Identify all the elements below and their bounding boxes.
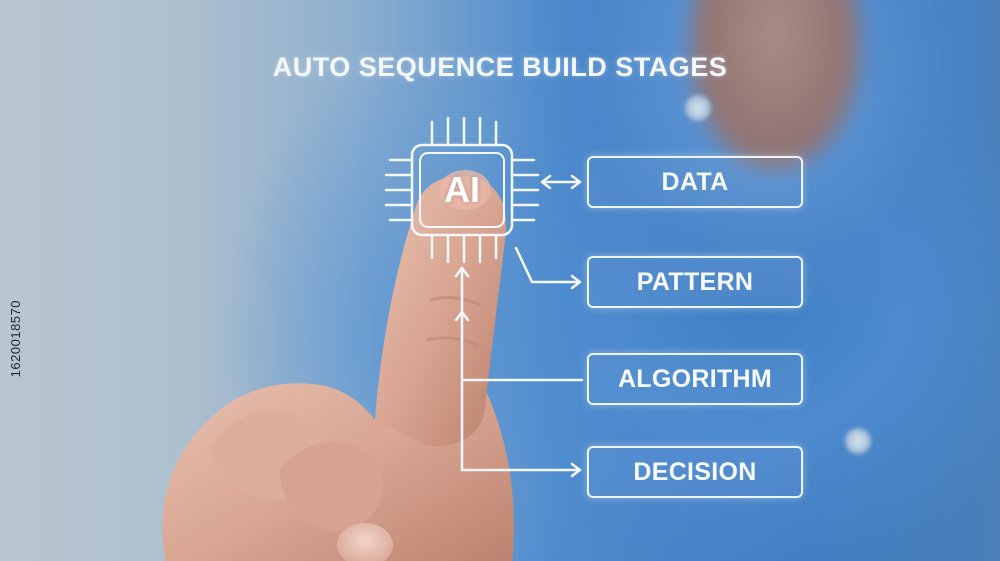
- arrow-right-icon: [460, 462, 582, 478]
- pointing-hand: [162, 170, 514, 561]
- ai-chip-label: AI: [444, 169, 480, 210]
- shirt-button: [685, 95, 711, 121]
- stage-box-algorithm: ALGORITHM: [587, 353, 803, 405]
- stage-box-decision: DECISION: [587, 446, 803, 498]
- diagram-title: AUTO SEQUENCE BUILD STAGES: [272, 52, 728, 82]
- shirt-button: [845, 428, 871, 454]
- ai-chip-icon: [384, 116, 540, 264]
- arrow-right-icon: [514, 246, 582, 290]
- arrow-up-icon: [454, 266, 470, 472]
- double-arrow-icon: [540, 174, 582, 190]
- stage-box-data: DATA: [587, 156, 803, 208]
- stage-box-pattern: PATTERN: [587, 256, 803, 308]
